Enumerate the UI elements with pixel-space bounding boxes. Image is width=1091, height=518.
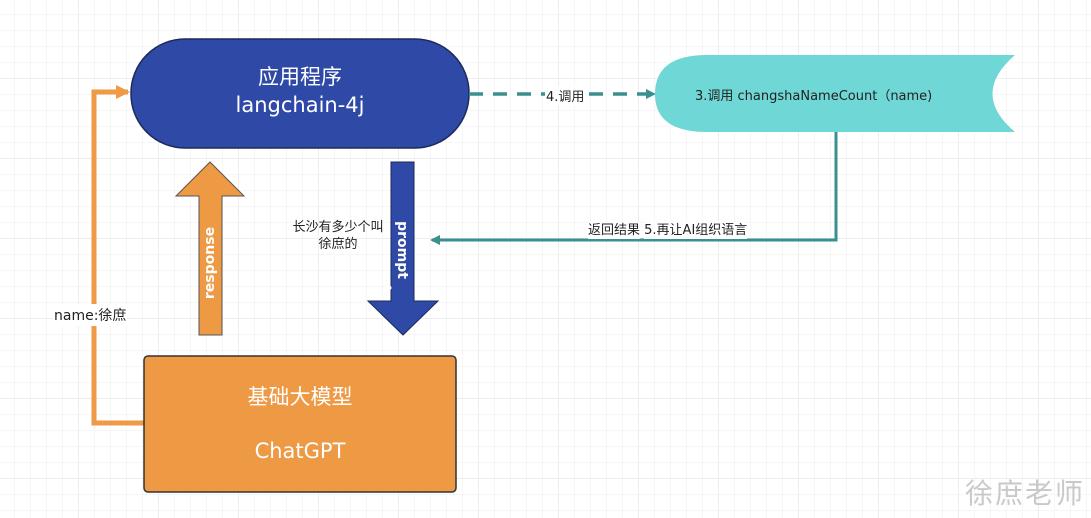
app-title: 应用程序 [258, 65, 342, 89]
result-label-line1: 返回结果 [588, 222, 641, 239]
watermark: 徐庶老师 [964, 477, 1085, 510]
prompt-question-line1: 长沙有多少个叫 [292, 220, 384, 235]
prompt-arrow [366, 161, 440, 336]
name-param-label: name:徐庶 [53, 304, 128, 326]
result-connector [430, 132, 838, 245]
result-label: 返回结果 5.再让AI组织语言 [588, 222, 748, 239]
app-node-text: 应用程序 langchain-4j [131, 63, 469, 119]
model-subtitle: ChatGPT [254, 439, 346, 463]
model-node[interactable] [143, 355, 457, 493]
prompt-question-line2: 徐庶的 [318, 237, 358, 252]
tool-label: 3.调用 changshaNameCount（name) [695, 89, 933, 104]
model-title: 基础大模型 [247, 385, 353, 409]
call-label: 4.调用 [545, 86, 586, 105]
prompt-question: 长沙有多少个叫 徐庶的 [288, 219, 388, 253]
response-arrow [174, 161, 246, 336]
model-node-text: 基础大模型 ChatGPT [144, 383, 456, 465]
name-param-connector [91, 85, 145, 426]
prompt-stray-char: ? [386, 285, 393, 300]
prompt-label: prompt [394, 221, 410, 279]
app-subtitle: langchain-4j [235, 93, 365, 117]
tool-node[interactable] [655, 55, 1015, 132]
result-label-line2: 5.再让AI组织语言 [644, 222, 748, 239]
response-label: response [202, 227, 218, 299]
